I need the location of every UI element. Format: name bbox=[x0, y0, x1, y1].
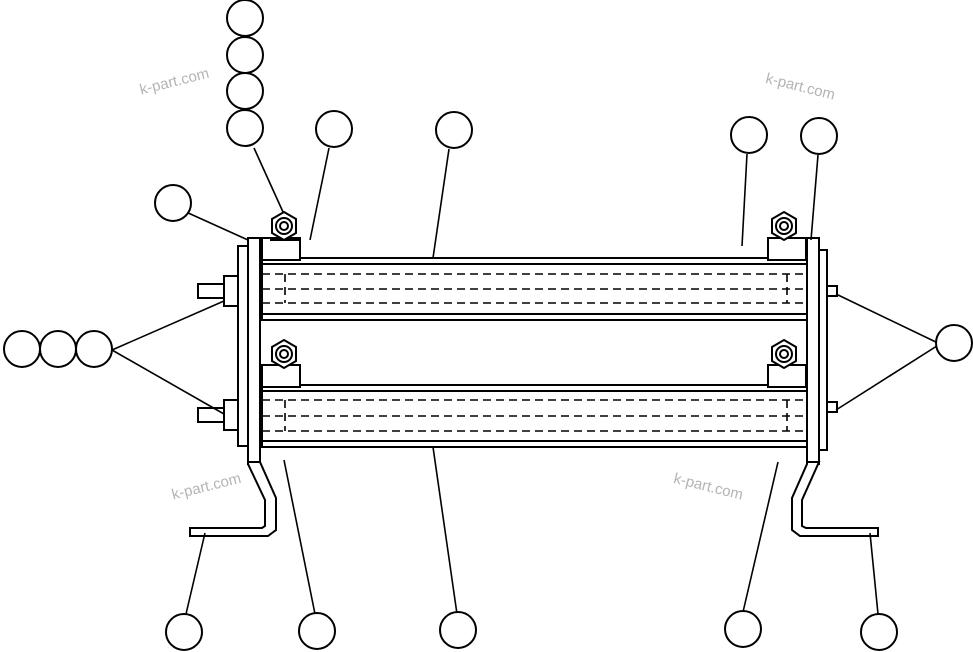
left-upper-axle bbox=[197, 275, 239, 307]
callout-balloon bbox=[165, 613, 203, 651]
callout-balloon bbox=[935, 324, 973, 362]
callout-balloon bbox=[724, 610, 762, 648]
right-lower-pin bbox=[826, 401, 838, 413]
right-upper-pin bbox=[826, 285, 838, 297]
right-bracket bbox=[791, 461, 879, 537]
left-lower-nut bbox=[271, 338, 297, 370]
callout-balloon bbox=[315, 110, 353, 148]
callout-balloon bbox=[154, 184, 192, 222]
callout-balloon bbox=[75, 330, 113, 368]
callout-balloons bbox=[3, 0, 973, 651]
lower-roller bbox=[261, 384, 808, 448]
left-side-plate bbox=[237, 237, 301, 465]
right-lower-nut bbox=[771, 338, 797, 370]
left-bracket bbox=[189, 461, 277, 537]
callout-balloon bbox=[3, 330, 41, 368]
callout-balloon bbox=[730, 116, 768, 154]
right-upper-nut bbox=[771, 210, 797, 242]
callout-balloon bbox=[298, 612, 336, 650]
leader-lines bbox=[111, 147, 941, 615]
callout-balloon bbox=[226, 0, 264, 37]
callout-balloon bbox=[226, 109, 264, 147]
callout-balloon bbox=[226, 72, 264, 110]
callout-balloon bbox=[226, 36, 264, 74]
callout-balloon bbox=[439, 611, 477, 649]
left-lower-axle bbox=[197, 399, 239, 431]
callout-balloon bbox=[39, 330, 77, 368]
left-upper-nut bbox=[270, 210, 300, 242]
callout-balloon bbox=[800, 117, 838, 155]
callout-balloon bbox=[860, 613, 898, 651]
callout-balloon bbox=[435, 111, 473, 149]
upper-roller bbox=[261, 257, 808, 321]
